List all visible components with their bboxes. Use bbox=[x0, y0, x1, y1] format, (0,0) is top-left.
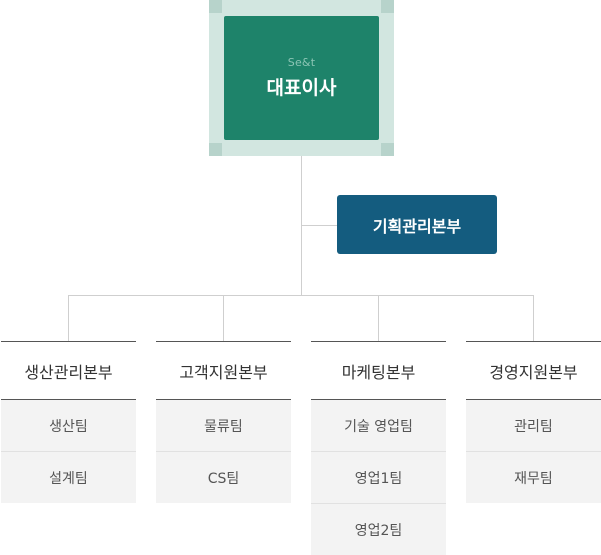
connector-division-bus bbox=[68, 295, 534, 296]
ceo-node: Se&t 대표이사 bbox=[224, 16, 379, 140]
division-title: 마케팅본부 bbox=[311, 342, 446, 400]
team-item: 재무팀 bbox=[466, 452, 601, 503]
team-item: 설계팀 bbox=[1, 452, 136, 503]
planning-node: 기획관리본부 bbox=[337, 195, 497, 254]
team-item: CS팀 bbox=[156, 452, 291, 503]
connector-ceo-trunk bbox=[301, 156, 302, 295]
division-title: 생산관리본부 bbox=[1, 342, 136, 400]
team-item: 생산팀 bbox=[1, 400, 136, 452]
team-item: 기술 영업팀 bbox=[311, 400, 446, 452]
ceo-title: 대표이사 bbox=[266, 77, 337, 99]
connector-division-4 bbox=[533, 295, 534, 341]
division-production: 생산관리본부 생산팀 설계팀 bbox=[1, 341, 136, 503]
division-marketing: 마케팅본부 기술 영업팀 영업1팀 영업2팀 bbox=[311, 341, 446, 555]
division-management-support: 경영지원본부 관리팀 재무팀 bbox=[466, 341, 601, 503]
connector-division-3 bbox=[378, 295, 379, 341]
division-title: 고객지원본부 bbox=[156, 342, 291, 400]
team-item: 영업1팀 bbox=[311, 452, 446, 504]
connector-division-2 bbox=[223, 295, 224, 341]
ceo-frame-corner-br bbox=[381, 143, 394, 156]
ceo-frame-corner-tl bbox=[209, 0, 222, 13]
company-name: Se&t bbox=[287, 56, 316, 69]
ceo-frame-corner-tr bbox=[381, 0, 394, 13]
connector-planning-branch bbox=[302, 225, 337, 226]
ceo-frame-corner-bl bbox=[209, 143, 222, 156]
division-title: 경영지원본부 bbox=[466, 342, 601, 400]
connector-division-1 bbox=[68, 295, 69, 341]
team-item: 관리팀 bbox=[466, 400, 601, 452]
team-item: 물류팀 bbox=[156, 400, 291, 452]
division-customer-support: 고객지원본부 물류팀 CS팀 bbox=[156, 341, 291, 503]
team-item: 영업2팀 bbox=[311, 504, 446, 555]
